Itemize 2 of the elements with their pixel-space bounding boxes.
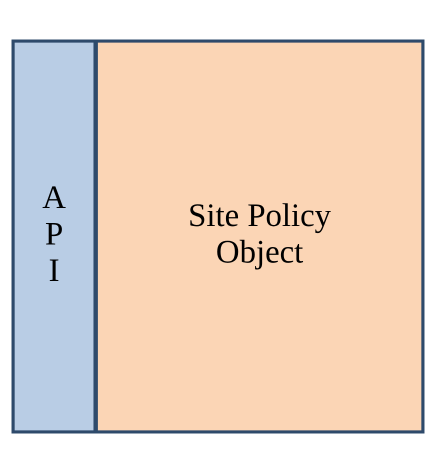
node-box: A P I [12, 38, 97, 434]
node-box: Site Policy Object [94, 38, 424, 434]
